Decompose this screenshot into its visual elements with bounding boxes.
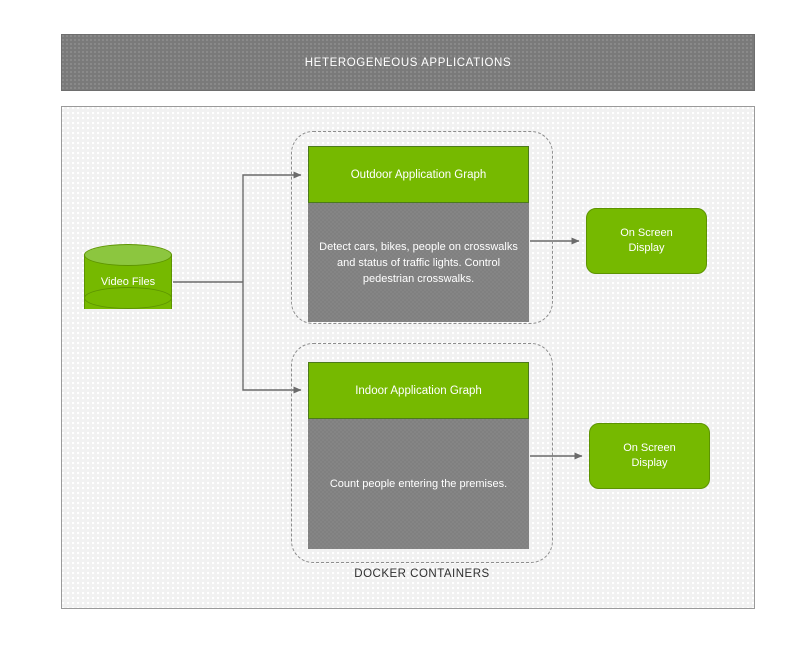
video-files-datastore: Video Files bbox=[84, 244, 172, 320]
cylinder-bottom-ellipse bbox=[84, 287, 172, 309]
osd-indoor-line2: Display bbox=[631, 457, 668, 469]
osd-outdoor-line2: Display bbox=[628, 242, 665, 254]
osd-outdoor-label: On Screen Display bbox=[620, 226, 673, 256]
osd-indoor-line1: On Screen bbox=[623, 442, 676, 454]
header-title: HETEROGENEOUS APPLICATIONS bbox=[304, 56, 512, 69]
outdoor-application-title: Outdoor Application Graph bbox=[308, 146, 529, 203]
docker-containers-caption: DOCKER CONTAINERS bbox=[354, 568, 490, 580]
outdoor-application-card: Outdoor Application Graph Detect cars, b… bbox=[308, 146, 529, 322]
osd-outdoor-line1: On Screen bbox=[620, 227, 673, 239]
osd-indoor-label: On Screen Display bbox=[623, 441, 676, 471]
on-screen-display-outdoor: On Screen Display bbox=[586, 208, 707, 274]
on-screen-display-indoor: On Screen Display bbox=[589, 423, 710, 489]
indoor-application-description: Count people entering the premises. bbox=[308, 419, 529, 549]
indoor-application-card: Indoor Application Graph Count people en… bbox=[308, 362, 529, 549]
indoor-application-title: Indoor Application Graph bbox=[308, 362, 529, 419]
cylinder-top-ellipse bbox=[84, 244, 172, 266]
docker-container-outdoor bbox=[291, 131, 553, 324]
outdoor-application-description: Detect cars, bikes, people on crosswalks… bbox=[308, 203, 529, 322]
header-bar: HETEROGENEOUS APPLICATIONS bbox=[61, 34, 755, 91]
docker-container-indoor bbox=[291, 343, 553, 563]
